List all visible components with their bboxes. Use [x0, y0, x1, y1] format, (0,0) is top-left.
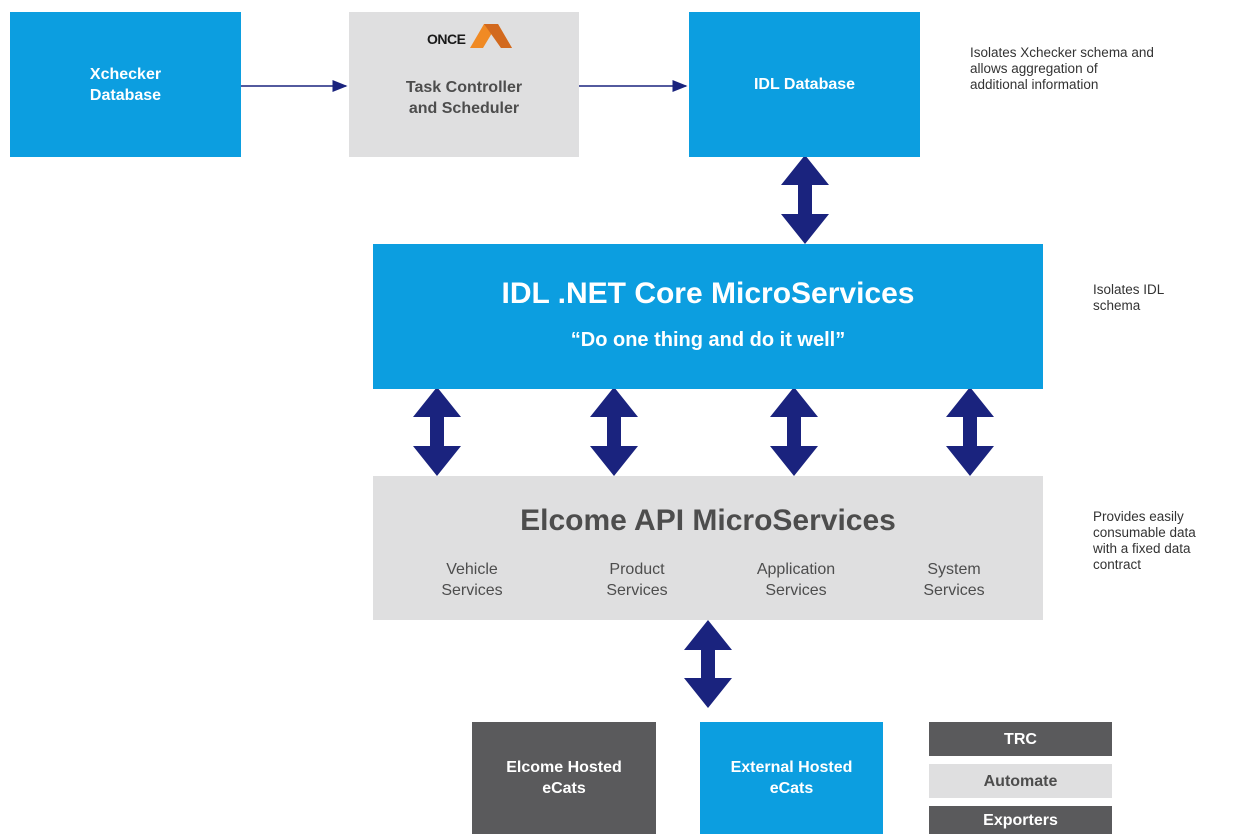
- idl-database-box: IDL Database: [689, 12, 920, 157]
- external-hosted-ecats-box: External Hosted eCats: [700, 722, 883, 834]
- service-application: Application Services: [756, 561, 836, 599]
- bidirectional-arrow-core-api-1: [413, 387, 461, 476]
- automate-box: Automate: [929, 764, 1112, 798]
- idl-database-label: IDL Database: [753, 76, 856, 93]
- bidirectional-arrow-core-api-3: [770, 387, 818, 476]
- bidirectional-arrow-core-api-4: [946, 387, 994, 476]
- task-controller-label: Task Controller and Scheduler: [405, 78, 523, 117]
- elcome-api-box: Elcome API MicroServices: [373, 476, 1043, 620]
- idl-core-subtitle: “Do one thing and do it well”: [570, 329, 846, 351]
- automate-label: Automate: [983, 772, 1058, 790]
- bidirectional-arrow-core-api-2: [590, 387, 638, 476]
- external-hosted-label: External Hosted eCats: [730, 759, 853, 797]
- once-logo-text: ONCE: [427, 31, 466, 47]
- service-system: System Services: [923, 561, 985, 599]
- xchecker-database-box: Xchecker Database: [10, 12, 241, 157]
- exporters-label: Exporters: [983, 811, 1058, 829]
- bidirectional-arrow-idl-db-core: [781, 155, 829, 244]
- once-logo-mark: [470, 24, 512, 48]
- idl-core-title: IDL .NET Core MicroServices: [501, 277, 915, 310]
- task-controller-box: ONCE Task Controller and Scheduler: [349, 12, 579, 157]
- elcome-hosted-label: Elcome Hosted eCats: [506, 759, 622, 797]
- idl-core-microservices-box: IDL .NET Core MicroServices “Do one thin…: [373, 244, 1043, 389]
- note-api: Provides easily consumable data with a f…: [1093, 509, 1196, 572]
- trc-box: TRC: [929, 722, 1112, 756]
- bidirectional-arrow-api-bottom: [684, 620, 732, 708]
- once-logo: ONCE: [427, 24, 512, 48]
- exporters-box: Exporters: [929, 806, 1112, 834]
- note-top: Isolates Xchecker schema and allows aggr…: [970, 45, 1154, 92]
- elcome-api-title: Elcome API MicroServices: [520, 504, 896, 537]
- trc-label: TRC: [1004, 730, 1037, 748]
- service-product: Product Services: [606, 561, 668, 599]
- xchecker-database-label: Xchecker Database: [89, 65, 162, 104]
- elcome-hosted-ecats-box: Elcome Hosted eCats: [472, 722, 656, 834]
- note-middle: Isolates IDL schema: [1093, 282, 1165, 313]
- service-vehicle: Vehicle Services: [441, 561, 503, 599]
